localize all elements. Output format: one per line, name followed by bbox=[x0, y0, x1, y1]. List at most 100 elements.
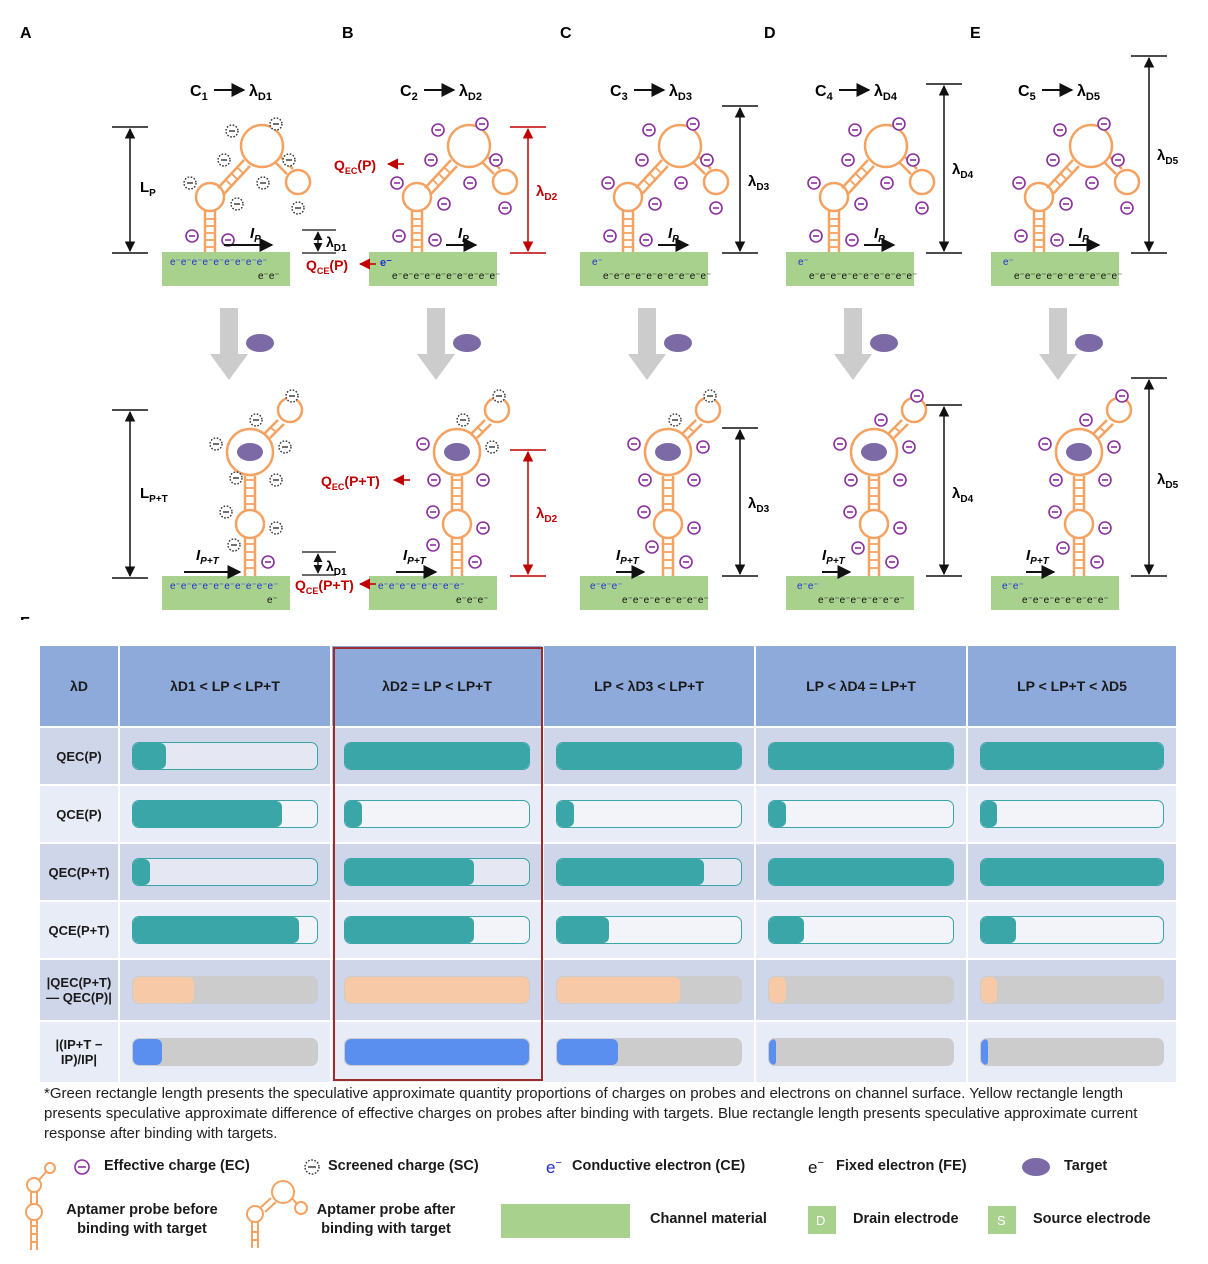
bar-fill bbox=[345, 801, 362, 827]
equation-e: C5 λD5 bbox=[1018, 83, 1100, 103]
svg-text:D: D bbox=[371, 567, 378, 578]
target-molecules bbox=[246, 334, 1103, 352]
bar-track bbox=[768, 1038, 954, 1066]
table-cell bbox=[756, 844, 968, 902]
bar-track bbox=[980, 800, 1164, 828]
legend-fe-label: Fixed electron (FE) bbox=[836, 1158, 967, 1174]
bar-fill bbox=[557, 801, 574, 827]
bar-fill bbox=[557, 743, 741, 769]
svg-text:λD1: λD1 bbox=[326, 234, 347, 254]
svg-text:D: D bbox=[816, 1213, 825, 1228]
legend-sc-icon bbox=[304, 1159, 320, 1175]
debye-length-d3: λD3 λD3 bbox=[722, 105, 770, 577]
svg-text:D: D bbox=[164, 567, 171, 578]
table-cell bbox=[968, 960, 1178, 1022]
svg-text:e⁻e⁻: e⁻e⁻ bbox=[797, 581, 819, 592]
bar-fill bbox=[557, 859, 705, 885]
table-cell bbox=[544, 1022, 756, 1084]
legend-sc-label: Screened charge (SC) bbox=[328, 1158, 479, 1174]
svg-text:λD1: λD1 bbox=[326, 558, 347, 578]
table-cell bbox=[968, 902, 1178, 960]
equation-a: C1 λD1 bbox=[190, 83, 272, 103]
row-label: QEC(P) bbox=[40, 728, 120, 786]
svg-text:λD4: λD4 bbox=[874, 83, 898, 103]
legend-fe-icon: e− bbox=[808, 1157, 824, 1177]
svg-text:D: D bbox=[788, 243, 795, 254]
debye-length-d1: λD1 λD1 bbox=[302, 229, 347, 578]
bar-fill bbox=[345, 1039, 529, 1065]
bar-fill bbox=[981, 1039, 989, 1065]
table-row: QCE(P) bbox=[40, 786, 1178, 844]
svg-text:QEC(P): QEC(P) bbox=[334, 157, 376, 176]
legend-channel-label: Channel material bbox=[650, 1211, 767, 1227]
bar-track bbox=[344, 1038, 530, 1066]
bar-track bbox=[344, 916, 530, 944]
channel-material-swatch bbox=[501, 1204, 630, 1238]
legend-ce-label: Conductive electron (CE) bbox=[572, 1158, 746, 1174]
svg-text:S: S bbox=[489, 243, 496, 254]
table-cell bbox=[756, 728, 968, 786]
svg-text:D: D bbox=[371, 243, 378, 254]
bar-track bbox=[768, 742, 954, 770]
bar-track bbox=[344, 800, 530, 828]
svg-text:e⁻e⁻: e⁻e⁻ bbox=[1002, 581, 1024, 592]
svg-text:e⁻: e⁻ bbox=[380, 257, 392, 269]
svg-text:e⁻e⁻e⁻e⁻e⁻e⁻e⁻e⁻: e⁻e⁻e⁻e⁻e⁻e⁻e⁻e⁻ bbox=[818, 595, 905, 606]
legend-ce-icon: e− bbox=[546, 1157, 562, 1177]
bar-track bbox=[132, 976, 318, 1004]
bar-track bbox=[768, 976, 954, 1004]
bar-track bbox=[344, 976, 530, 1004]
bar-track bbox=[132, 916, 318, 944]
channel-electrons: e⁻e⁻e⁻e⁻e⁻e⁻e⁻e⁻e⁻ e⁻e⁻ e⁻e⁻e⁻e⁻e⁻e⁻e⁻e⁻… bbox=[170, 257, 1122, 606]
row-label: |(IP+T − IP)/IP| bbox=[40, 1022, 120, 1084]
legend-target-label: Target bbox=[1064, 1158, 1108, 1174]
svg-text:λD5: λD5 bbox=[1157, 147, 1179, 167]
table-cell bbox=[756, 786, 968, 844]
comparison-table: λD λD1 < LP < LP+T λD2 = LP < LP+T LP < … bbox=[40, 646, 1178, 1084]
panel-letter-f: F bbox=[20, 615, 30, 620]
svg-text:e⁻e⁻e⁻e⁻e⁻e⁻e⁻e⁻e⁻e⁻: e⁻e⁻e⁻e⁻e⁻e⁻e⁻e⁻e⁻e⁻ bbox=[603, 271, 711, 282]
bar-fill bbox=[981, 859, 1163, 885]
svg-text:e⁻e⁻e⁻: e⁻e⁻e⁻ bbox=[590, 581, 623, 592]
mechanism-diagram: A B C D E C1 λD1 C2 λD2 C3 λD3 C4 λD4 C5… bbox=[20, 25, 1179, 620]
channels-bottom bbox=[162, 576, 1119, 610]
bar-fill bbox=[345, 743, 529, 769]
table-cell bbox=[968, 728, 1178, 786]
table-cell bbox=[968, 1022, 1178, 1084]
legend-after-label: Aptamer probe after binding with target bbox=[316, 1202, 456, 1237]
bar-track bbox=[132, 742, 318, 770]
svg-text:S: S bbox=[1111, 243, 1118, 254]
svg-text:S: S bbox=[906, 567, 913, 578]
svg-text:λD3: λD3 bbox=[748, 495, 770, 515]
svg-text:IP+T: IP+T bbox=[196, 547, 220, 567]
table-cell bbox=[332, 902, 544, 960]
legend-target-icon bbox=[1022, 1158, 1050, 1176]
header-corner: λD bbox=[40, 646, 120, 728]
bar-track bbox=[556, 1038, 742, 1066]
table-cell bbox=[120, 1022, 332, 1084]
bar-fill bbox=[981, 977, 998, 1003]
header-col-1: λD1 < LP < LP+T bbox=[120, 646, 332, 728]
svg-text:C4: C4 bbox=[815, 83, 834, 103]
equation-c: C3 λD3 bbox=[610, 83, 692, 103]
table-cell bbox=[544, 786, 756, 844]
header-col-2: λD2 = LP < LP+T bbox=[332, 646, 544, 728]
legend-ec-icon bbox=[74, 1159, 90, 1175]
table-cell bbox=[332, 960, 544, 1022]
svg-text:IP: IP bbox=[668, 225, 679, 245]
bar-fill bbox=[345, 917, 474, 943]
svg-text:IP+T: IP+T bbox=[1026, 547, 1050, 567]
legend: D S e− e− Effective charge (EC) Screened… bbox=[0, 1150, 1208, 1264]
svg-text:IP: IP bbox=[874, 225, 885, 245]
bar-fill bbox=[769, 859, 953, 885]
svg-text:QEC(P+T): QEC(P+T) bbox=[321, 473, 380, 492]
table-cell bbox=[120, 902, 332, 960]
bar-track bbox=[980, 858, 1164, 886]
svg-text:λD5: λD5 bbox=[1157, 471, 1179, 491]
svg-text:IP+T: IP+T bbox=[403, 547, 427, 567]
table-cell bbox=[756, 902, 968, 960]
svg-text:S: S bbox=[997, 1213, 1006, 1228]
header-col-3: LP < λD3 < LP+T bbox=[544, 646, 756, 728]
bar-fill bbox=[345, 977, 529, 1003]
bar-track bbox=[556, 858, 742, 886]
